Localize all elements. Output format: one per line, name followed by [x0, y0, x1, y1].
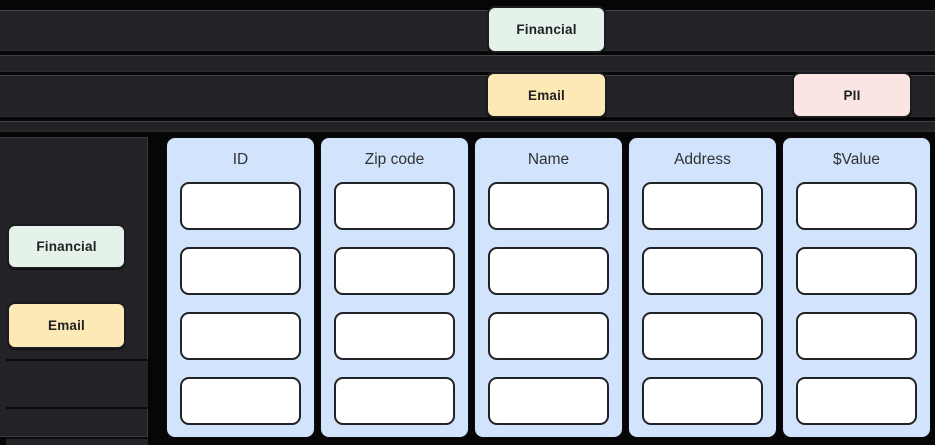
email-chip-stream[interactable]: Email — [486, 72, 607, 118]
financial-chip-stream[interactable]: Financial — [487, 6, 606, 53]
table-column-address: Address — [628, 137, 777, 438]
email-chip-stack[interactable]: Email — [7, 302, 126, 349]
chip-slot-email — [6, 437, 148, 445]
financial-chip-stack[interactable]: Financial — [7, 224, 126, 269]
table-cell — [642, 312, 763, 360]
table-cell — [334, 182, 455, 230]
table-cell — [334, 312, 455, 360]
table-cell — [334, 247, 455, 295]
table-cell — [180, 247, 301, 295]
stream-lane-3 — [0, 75, 935, 117]
column-header-name: Name — [527, 151, 570, 168]
table-cell — [180, 182, 301, 230]
column-header-zip-code: Zip code — [364, 151, 425, 168]
table-cell — [180, 312, 301, 360]
table-cell — [642, 247, 763, 295]
table-column-id: ID — [166, 137, 315, 438]
table-cell — [642, 377, 763, 425]
chip-slot-financial — [6, 359, 148, 409]
table-column-value: $Value — [782, 137, 931, 438]
stream-lane-1 — [0, 10, 935, 51]
table-cell — [796, 312, 917, 360]
data-table: ID Zip code Name Address — [166, 137, 931, 438]
table-cell — [334, 377, 455, 425]
stream-lane-2 — [0, 55, 935, 72]
table-cell — [488, 377, 609, 425]
table-cell — [796, 182, 917, 230]
table-cell — [488, 312, 609, 360]
table-cell — [796, 247, 917, 295]
table-cell — [488, 247, 609, 295]
stream-lane-4 — [0, 121, 935, 132]
column-header-id: ID — [232, 151, 249, 168]
table-cell — [642, 182, 763, 230]
table-cell — [796, 377, 917, 425]
pii-chip-stream[interactable]: PII — [792, 72, 912, 118]
column-header-value: $Value — [832, 151, 881, 168]
table-column-zip-code: Zip code — [320, 137, 469, 438]
table-cell — [488, 182, 609, 230]
column-header-address: Address — [674, 151, 731, 168]
table-cell — [180, 377, 301, 425]
table-column-name: Name — [474, 137, 623, 438]
chip-stack-panel — [0, 137, 148, 445]
